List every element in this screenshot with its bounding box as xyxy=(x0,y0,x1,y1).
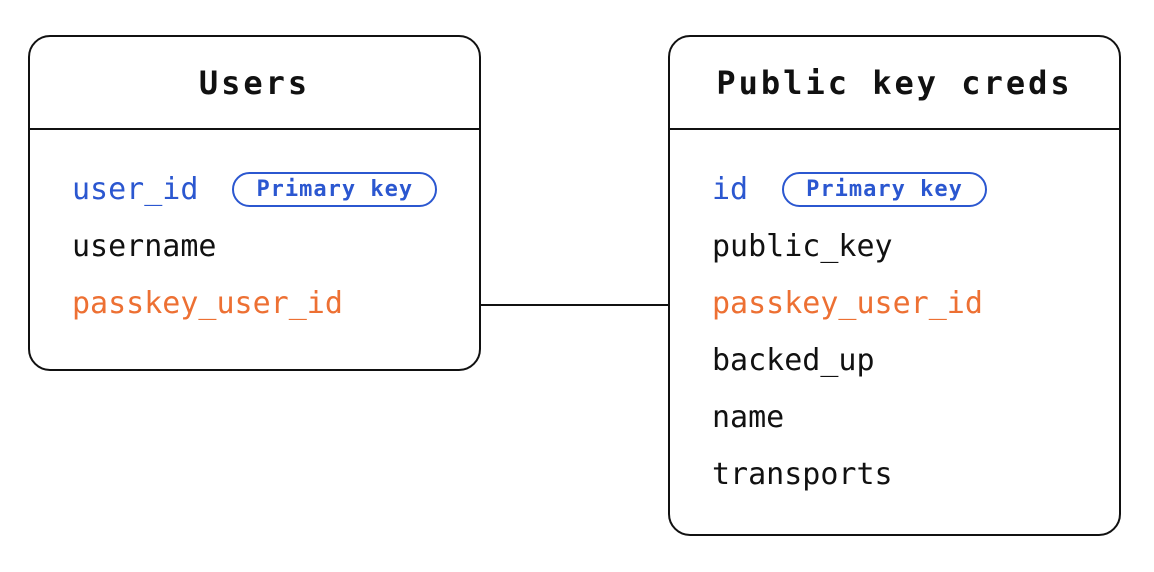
field-row-passkey-user-id: passkey_user_id xyxy=(712,275,1119,332)
primary-key-badge: Primary key xyxy=(232,172,438,207)
field-row-name: name xyxy=(712,389,1119,446)
field-passkey-user-id: passkey_user_id xyxy=(712,286,983,321)
field-row-passkey-user-id: passkey_user_id xyxy=(72,275,479,332)
field-row-public-key: public_key xyxy=(712,218,1119,275)
field-transports: transports xyxy=(712,457,893,492)
table-public-key-creds-fields: id Primary key public_key passkey_user_i… xyxy=(670,130,1119,503)
field-passkey-user-id: passkey_user_id xyxy=(72,286,343,321)
table-users-header: Users xyxy=(30,37,479,130)
field-user-id: user_id xyxy=(72,172,199,207)
field-id: id xyxy=(712,172,749,207)
field-name: name xyxy=(712,400,785,435)
field-row-id: id Primary key xyxy=(712,161,1119,218)
field-row-username: username xyxy=(72,218,479,275)
table-public-key-creds-title: Public key creds xyxy=(716,63,1073,102)
field-backed-up: backed_up xyxy=(712,343,875,378)
field-row-backed-up: backed_up xyxy=(712,332,1119,389)
primary-key-badge-label: Primary key xyxy=(806,177,963,202)
field-username: username xyxy=(72,229,217,264)
relationship-line xyxy=(481,304,668,306)
field-public-key: public_key xyxy=(712,229,893,264)
table-users-title: Users xyxy=(198,63,311,102)
table-users: Users user_id Primary key username passk… xyxy=(28,35,481,371)
table-public-key-creds-header: Public key creds xyxy=(670,37,1119,130)
primary-key-badge-label: Primary key xyxy=(256,177,414,202)
table-users-fields: user_id Primary key username passkey_use… xyxy=(30,130,479,332)
field-row-user-id: user_id Primary key xyxy=(72,161,479,218)
field-row-transports: transports xyxy=(712,446,1119,503)
primary-key-badge: Primary key xyxy=(782,172,987,207)
table-public-key-creds: Public key creds id Primary key public_k… xyxy=(668,35,1121,536)
